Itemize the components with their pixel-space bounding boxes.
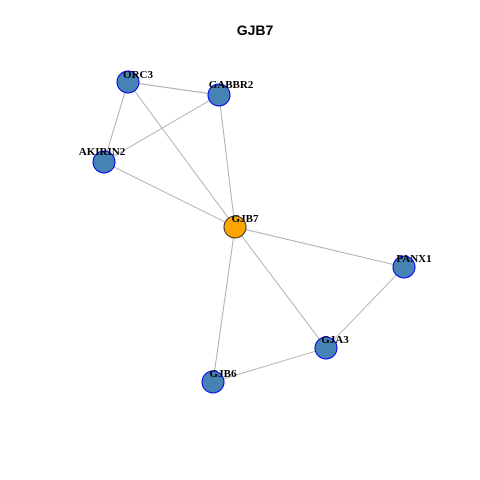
node-label-panx1: PANX1 xyxy=(396,253,431,265)
node-label-gjb7: GJB7 xyxy=(232,213,259,225)
node-gjb6 xyxy=(201,370,225,394)
edge-layer xyxy=(103,81,405,383)
node-gja3 xyxy=(314,336,338,360)
edge-orc3-akirin2 xyxy=(103,81,129,163)
edge-gjb7-panx1 xyxy=(234,226,405,268)
node-orc3 xyxy=(116,70,140,94)
node-label-gja3: GJA3 xyxy=(321,334,349,346)
edge-orc3-gjb7 xyxy=(127,81,236,228)
node-label-gabbr2: GABBR2 xyxy=(209,79,254,91)
node-label-orc3: ORC3 xyxy=(123,69,153,81)
node-gabbr2 xyxy=(207,83,231,107)
edge-gjb7-gjb6 xyxy=(212,226,236,383)
edge-gjb7-gja3 xyxy=(234,226,327,349)
node-akirin2 xyxy=(92,150,116,174)
edge-akirin2-gjb7 xyxy=(103,161,236,228)
node-layer xyxy=(92,70,416,394)
node-label-akirin2: AKIRIN2 xyxy=(79,146,126,158)
node-gjb7 xyxy=(223,215,247,239)
edge-gja3-gjb6 xyxy=(212,347,327,383)
edge-gabbr2-akirin2 xyxy=(103,94,220,163)
node-panx1 xyxy=(392,255,416,279)
diagram-title: GJB7 xyxy=(237,22,274,38)
edge-orc3-gabbr2 xyxy=(127,81,220,96)
edge-panx1-gja3 xyxy=(325,266,405,349)
node-label-gjb6: GJB6 xyxy=(210,368,237,380)
edge-gabbr2-gjb7 xyxy=(218,94,236,228)
